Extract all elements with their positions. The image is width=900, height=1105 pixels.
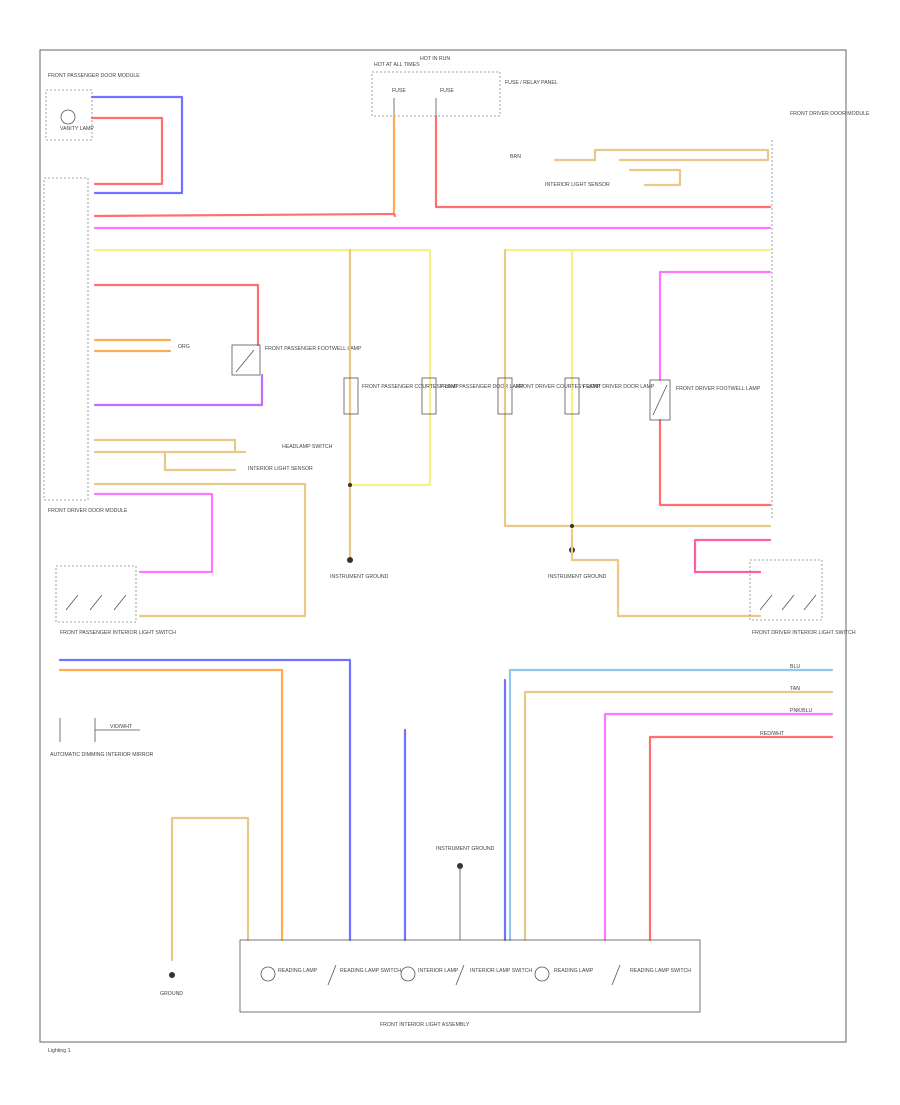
reading-lamp-left-label: READING LAMP xyxy=(278,968,318,974)
wire-bus-yellow xyxy=(93,248,772,432)
wire-vanity-blue xyxy=(90,95,184,195)
fuse-b-label: FUSE xyxy=(440,88,454,94)
reading-lamp-left-icon xyxy=(260,966,276,982)
headlamp-switch-label: HEADLAMP SWITCH xyxy=(282,444,333,450)
wire-red-right-lower xyxy=(648,735,834,942)
lower-right-wire-blu: BLU xyxy=(790,664,800,670)
wire-yellow-lamp xyxy=(348,428,432,487)
reading-lamp-right-label: READING LAMP xyxy=(554,968,594,974)
driver-door-switch-label: FRONT DRIVER INTERIOR LIGHT SWITCH xyxy=(752,630,856,636)
courtesy-lamp-right: FRONT DRIVER COURTESY LAMP xyxy=(497,377,601,415)
left-module-label: FRONT PASSENGER DOOR MODULE xyxy=(48,73,140,79)
wire-tan-door-right xyxy=(570,528,762,618)
door-lamp-right-label: FRONT DRIVER DOOR LAMP xyxy=(583,384,655,390)
auto-dimming-mirror: VIO/WHT AUTOMATIC DIMMING INTERIOR MIRRO… xyxy=(50,718,154,758)
vanity-lamp-icon xyxy=(60,109,76,125)
wire-bus-tan-top2 xyxy=(618,148,770,162)
wire-pink-door xyxy=(93,492,214,574)
courtesy-lamp-right-label: FRONT DRIVER COURTESY LAMP xyxy=(516,384,601,390)
ground-3-label: INSTRUMENT GROUND xyxy=(436,846,495,852)
wire-tan-switch-b xyxy=(93,450,237,472)
front-interior-light-assembly: READING LAMP READING LAMP SWITCH INTERIO… xyxy=(239,939,701,1028)
wire-bus-tan-top xyxy=(553,148,770,187)
fuse-panel-label: FUSE / RELAY PANEL xyxy=(505,80,558,86)
orange-wire-label: ORG xyxy=(178,344,190,350)
passenger-door-switch: FRONT PASSENGER INTERIOR LIGHT SWITCH xyxy=(55,565,176,636)
top-right-module-label: FRONT DRIVER DOOR MODULE xyxy=(790,111,870,117)
lower-right-wire-red: RED/WHT xyxy=(760,731,785,737)
interior-switch-label: INTERIOR LAMP SWITCH xyxy=(470,968,532,974)
fuse-box: HOT AT ALL TIMES HOT IN RUN FUSE FUSE FU… xyxy=(371,56,558,117)
ground-4-label: GROUND xyxy=(160,991,183,997)
sensor-label: INTERIOR LIGHT SENSOR xyxy=(545,182,610,188)
wire-pinkred-right xyxy=(693,538,772,574)
ground-1-label: INSTRUMENT GROUND xyxy=(330,574,389,580)
footwell-lamp-left-label: FRONT PASSENGER FOOTWELL LAMP xyxy=(265,346,362,352)
wire-tan-right-lower xyxy=(523,690,834,942)
wire-vanity-red xyxy=(90,116,164,186)
courtesy-lamp-left-label: FRONT PASSENGER COURTESY LAMP xyxy=(362,384,459,390)
wire-orange-long xyxy=(58,668,284,942)
wire-pink-right-lower xyxy=(603,712,834,942)
courtesy-lamp-left: FRONT PASSENGER COURTESY LAMP xyxy=(343,377,459,415)
fuse-box-label-a: HOT AT ALL TIMES xyxy=(374,62,420,68)
footwell-lamp-right: FRONT DRIVER FOOTWELL LAMP xyxy=(649,379,761,421)
door-lamp-left: FRONT PASSENGER DOOR LAMP xyxy=(421,377,524,415)
wire-tan-lower-left xyxy=(170,816,250,962)
reading-lamp-right-icon xyxy=(534,966,550,982)
footwell-lamp-right-label: FRONT DRIVER FOOTWELL LAMP xyxy=(676,386,761,392)
wire-violet-sw xyxy=(93,373,264,407)
wire-blue-long xyxy=(58,658,352,942)
fuse-a-label: FUSE xyxy=(392,88,406,94)
wire-tan-door-left xyxy=(93,482,307,618)
wire-bus-red xyxy=(93,204,772,218)
footwell-lamp-left: FRONT PASSENGER FOOTWELL LAMP ORG xyxy=(178,344,362,376)
assembly-label: FRONT INTERIOR LIGHT ASSEMBLY xyxy=(380,1022,470,1028)
fuse-box-label-b: HOT IN RUN xyxy=(420,56,450,62)
auto-dimming-label: AUTOMATIC DIMMING INTERIOR MIRROR xyxy=(50,752,154,758)
interior-lamp-label: INTERIOR LAMP xyxy=(418,968,459,974)
splice-left xyxy=(348,483,352,487)
splice-right xyxy=(570,524,574,528)
sensor-left-label: INTERIOR LIGHT SENSOR xyxy=(248,466,313,472)
ground-icon-1 xyxy=(347,557,353,563)
left-door-module-outline xyxy=(43,177,89,501)
lower-right-wire-pnk: PNK/BLU xyxy=(790,708,812,714)
wire-red-right xyxy=(658,418,772,507)
page-id: Lighting 1 xyxy=(48,1048,71,1054)
wire-tan-right-bus xyxy=(503,248,772,528)
driver-door-switch: FRONT DRIVER INTERIOR LIGHT SWITCH xyxy=(749,559,856,636)
mirror-wire-label: VIO/WHT xyxy=(110,724,133,730)
ground-2-label: INSTRUMENT GROUND xyxy=(548,574,607,580)
vanity-lamp-module: FRONT PASSENGER DOOR MODULE VANITY LAMP xyxy=(45,73,140,141)
left-module-bottom-label: FRONT DRIVER DOOR MODULE xyxy=(48,508,128,514)
lower-right-wire-tan: TAN xyxy=(790,686,800,692)
ground-icon-4 xyxy=(169,972,175,978)
wire-red-switch xyxy=(93,283,260,347)
door-lamp-right: FRONT DRIVER DOOR LAMP xyxy=(564,377,655,415)
reading-switch-right-label: READING LAMP SWITCH xyxy=(630,968,691,974)
wire-tan-switch-a xyxy=(93,438,247,454)
wire-pink-right xyxy=(658,270,772,382)
passenger-door-switch-label: FRONT PASSENGER INTERIOR LIGHT SWITCH xyxy=(60,630,176,636)
reading-switch-left-label: READING LAMP SWITCH xyxy=(340,968,401,974)
vanity-lamp-label: VANITY LAMP xyxy=(60,126,94,132)
wire-lightblue-right xyxy=(508,668,834,942)
top-right-wire-label: BRN xyxy=(510,154,521,160)
door-lamp-left-label: FRONT PASSENGER DOOR LAMP xyxy=(440,384,524,390)
interior-lamp-icon xyxy=(400,966,416,982)
page-frame xyxy=(39,49,847,1043)
